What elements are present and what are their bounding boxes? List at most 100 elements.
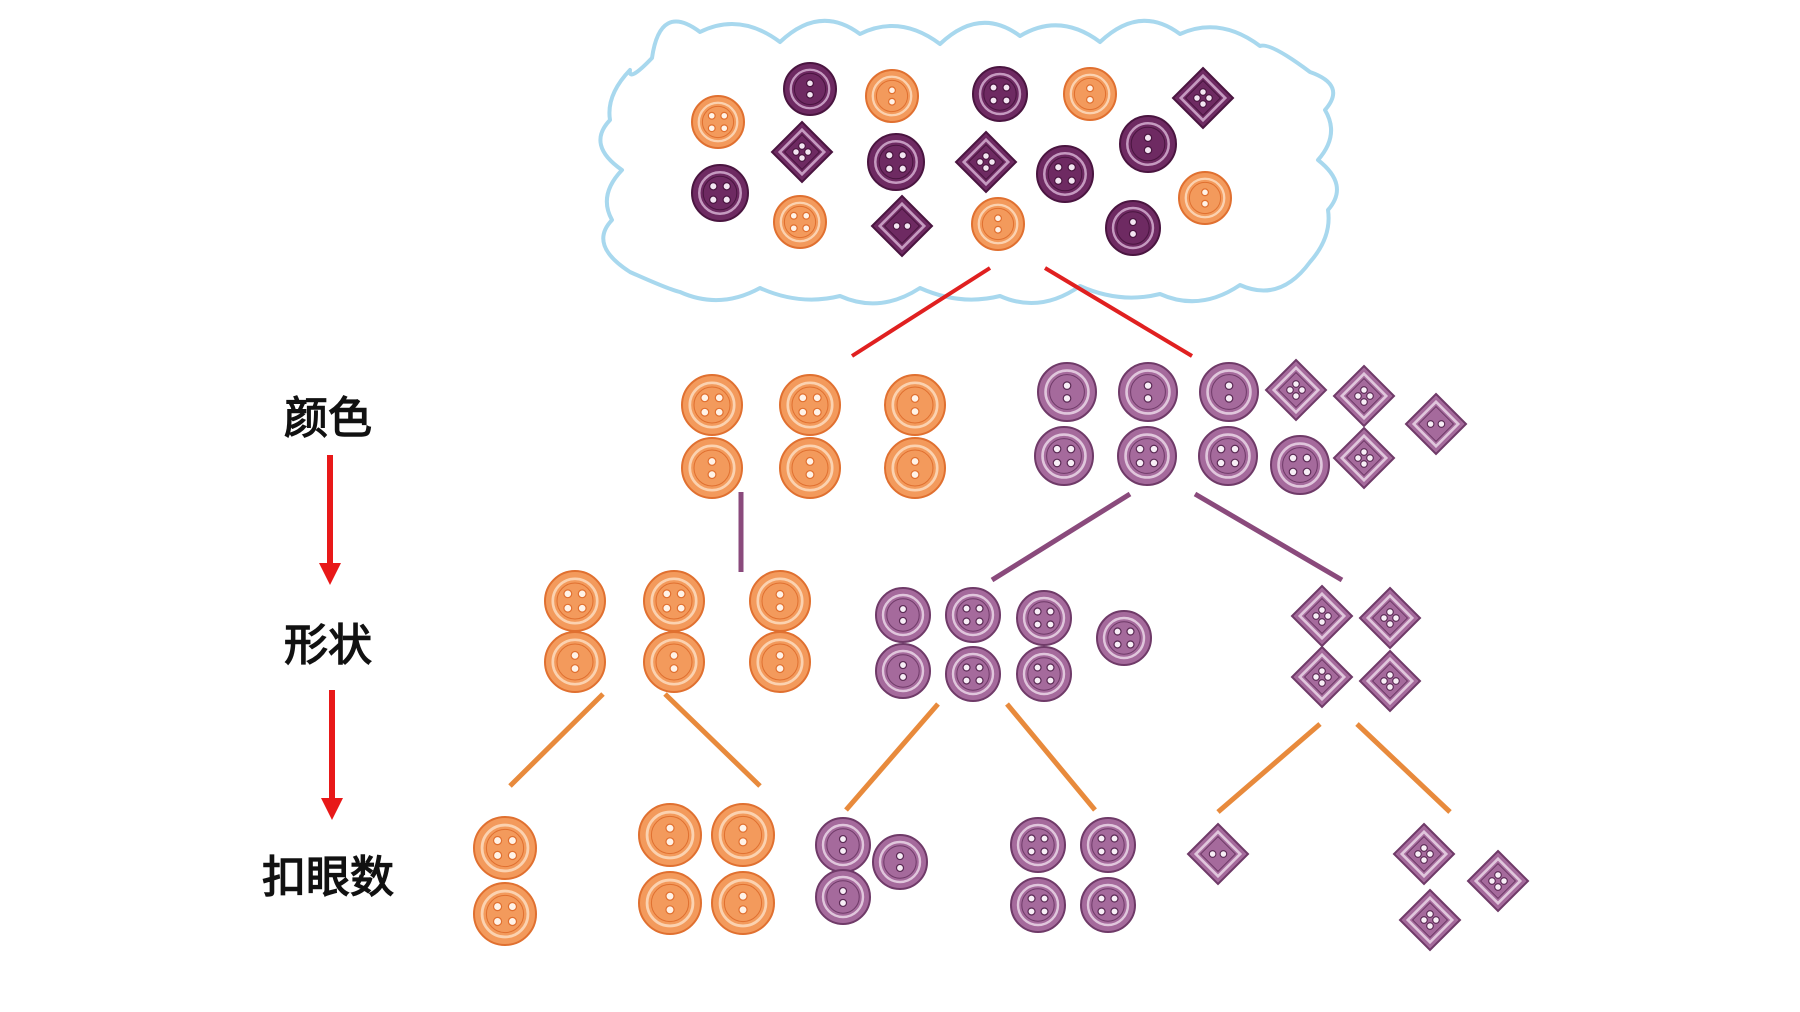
round-button-4-holes [473,816,537,880]
button-center [1116,211,1150,245]
button-hole [1143,145,1153,155]
button-hole [989,96,998,105]
button-hole [1027,847,1036,856]
button-hole [895,863,905,873]
label-holes: 扣眼数 [262,852,394,903]
button-rim [821,823,865,867]
stage-arrows [319,455,343,820]
button-hole [1149,444,1159,454]
button-hole [775,589,785,599]
button-hole [1292,392,1300,400]
connector-line [508,692,605,788]
button-hole [1286,386,1294,394]
button-hole [1097,894,1106,903]
button-rim [1297,591,1347,641]
button-center [1107,621,1141,655]
button-center [1199,835,1237,873]
button-hole [910,407,920,417]
button-hole [1143,381,1153,390]
button-center [1405,835,1443,873]
button-hole [665,905,675,915]
button-rim [1365,656,1415,706]
button-hole [1027,907,1036,916]
diamond-button-4-holes [954,130,1018,194]
diamond-button-4-holes [1358,586,1422,650]
button-rim [881,593,925,637]
button-center [1303,597,1341,635]
button-hole [722,182,731,191]
button-rim [1102,616,1146,660]
down-arrow [321,690,343,820]
button-center [702,175,738,211]
button-hole [1432,916,1440,924]
button-hole [962,617,971,626]
button-rim [786,444,834,492]
button-hole [1135,444,1145,454]
button-hole [1230,458,1240,468]
button-hole [1128,229,1138,239]
button-hole [709,195,718,204]
button-hole [805,470,815,480]
button-hole [1110,907,1119,916]
button-center [896,386,934,424]
button-hole [507,916,518,927]
button-hole [1360,398,1368,406]
button-hole [838,834,848,844]
button-hole [775,650,785,660]
button-hole [665,837,675,847]
button-rim [977,203,1019,245]
round-button-4-holes [1010,877,1066,933]
button-hole [1002,96,1011,105]
round-button-4-holes [691,164,749,222]
button-hole [1086,95,1094,104]
button-hole [1302,467,1312,477]
button-hole [662,603,672,613]
button-hole [722,195,731,204]
round-button-2-holes [638,803,702,867]
button-center [956,598,990,632]
diamond-button-4-holes [770,120,834,184]
button-hole [775,603,785,613]
button-hole [975,676,984,685]
button-hole [910,470,920,480]
connector-line [1005,702,1097,812]
connector-line [1043,266,1194,358]
diamond-button-4-holes [1358,649,1422,713]
button-rim [821,875,865,919]
button-rim [1178,73,1228,123]
diamond-button-4-holes [1332,364,1396,428]
button-hole [714,407,724,417]
button-center [1303,658,1341,696]
connector-line [1216,722,1322,814]
button-rim [978,72,1022,116]
button-hole [1224,394,1234,403]
button-hole [1027,834,1036,843]
round-button-4-holes [945,646,1001,702]
button-hole [507,850,518,861]
round-button-2-holes [1105,200,1161,256]
button-hole [1002,83,1011,92]
round-button-4-holes [544,570,606,632]
round-button-2-holes [884,437,946,499]
button-hole [962,604,971,613]
button-rim [1473,856,1523,906]
button-hole [1067,176,1076,185]
button-center [1184,79,1222,117]
round-button-2-holes [872,834,928,890]
button-hole [1143,133,1153,143]
button-center [886,654,920,688]
button-hole [994,225,1002,234]
round-button-4-holes [1198,426,1258,486]
button-hole [898,660,908,670]
button-hole [1086,84,1094,93]
button-rim [1184,177,1226,219]
button-center [1047,156,1083,192]
button-hole [1126,640,1135,649]
button-center [983,77,1017,111]
connector-line [1355,722,1452,814]
button-center [655,582,693,620]
button-hole [507,835,518,846]
round-button-4-holes [643,570,705,632]
button-rim [951,652,995,696]
button-center [655,643,693,681]
